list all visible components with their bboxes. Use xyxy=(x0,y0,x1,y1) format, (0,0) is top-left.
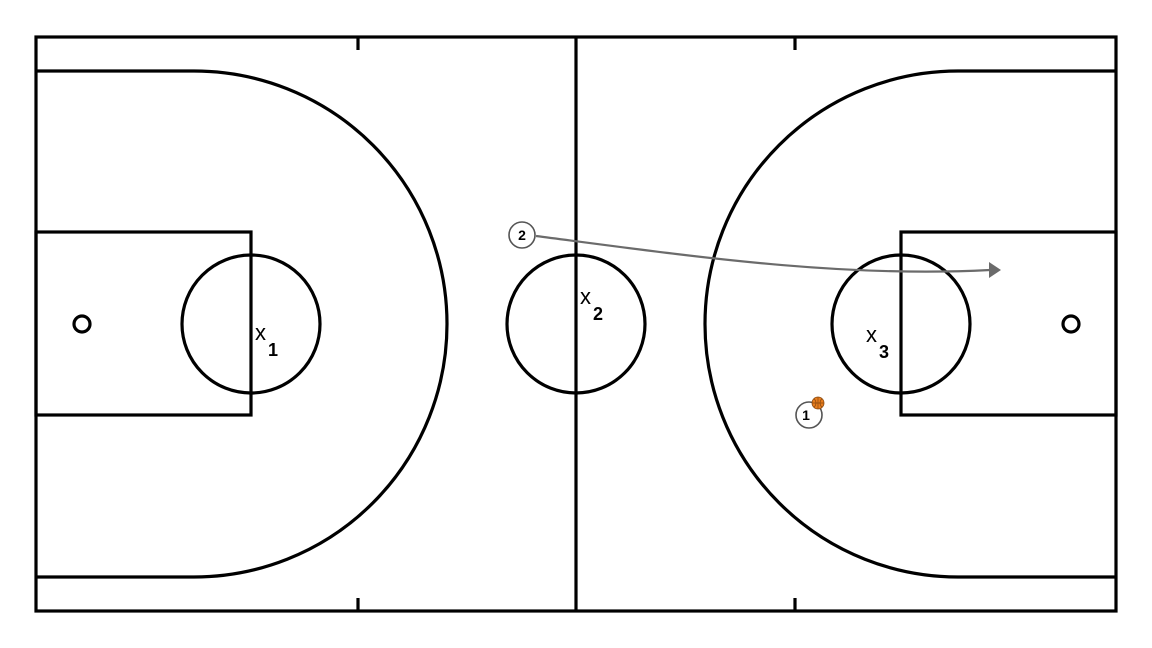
defender-x3: x 3 xyxy=(866,322,889,362)
center-circle xyxy=(505,253,647,395)
defender-letter: x xyxy=(255,320,266,345)
offense-player-1: 1 xyxy=(795,396,825,429)
player-marker xyxy=(508,221,536,249)
key-right xyxy=(899,230,1118,417)
three-point-line-right xyxy=(703,69,1116,579)
basket-left xyxy=(72,314,92,334)
key-left xyxy=(34,230,253,417)
basketball-icon xyxy=(811,396,825,410)
defender-letter: x xyxy=(866,322,877,347)
defender-number: 1 xyxy=(268,340,278,360)
defender-number: 3 xyxy=(879,342,889,362)
basket-right xyxy=(1061,314,1081,334)
pass-arrow-line xyxy=(535,234,991,273)
pass-arrowhead xyxy=(989,262,1001,278)
free-throw-circle-right xyxy=(830,253,972,395)
three-point-line-left xyxy=(36,69,449,579)
free-throw-circle-left xyxy=(180,253,322,395)
player-number: 1 xyxy=(802,407,810,423)
defender-x2: x 2 xyxy=(580,284,603,324)
defender-x1: x 1 xyxy=(255,320,278,360)
defender-number: 2 xyxy=(593,304,603,324)
offense-player-2: 2 xyxy=(508,221,536,249)
player-number: 2 xyxy=(518,227,526,243)
defender-letter: x xyxy=(580,284,591,309)
